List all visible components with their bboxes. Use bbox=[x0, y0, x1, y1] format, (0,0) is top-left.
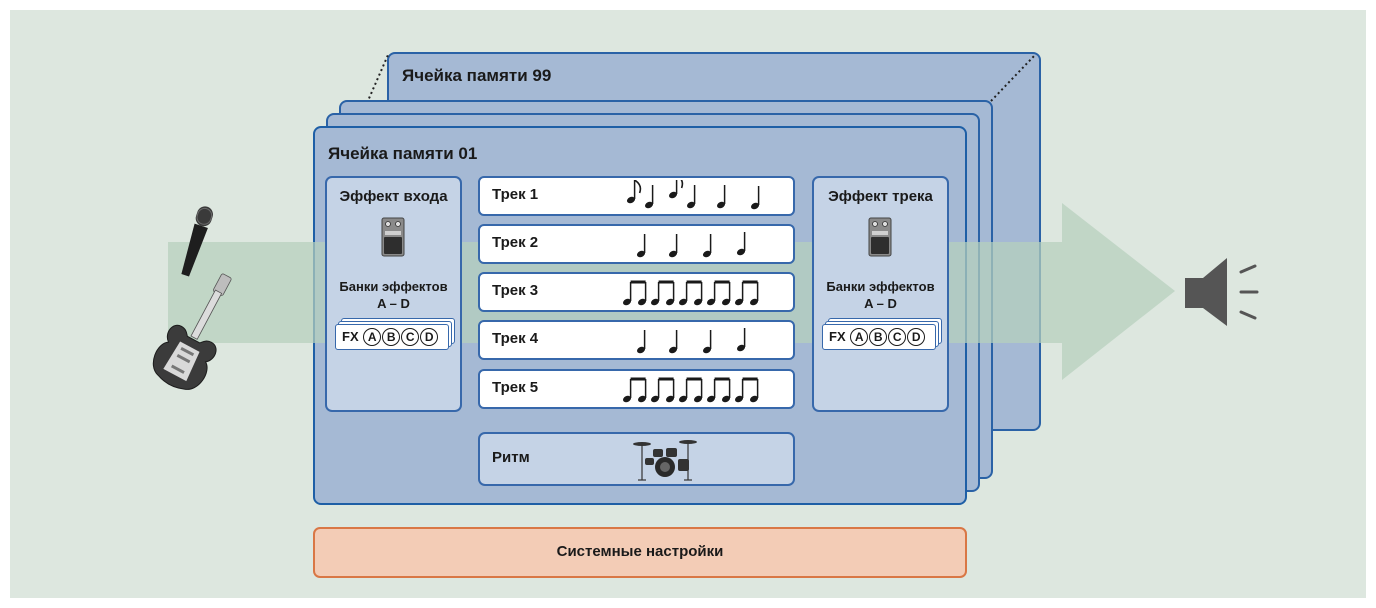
track-2[interactable]: Трек 2 bbox=[478, 224, 795, 264]
input-fx-slot-a[interactable]: A bbox=[363, 328, 382, 346]
track-fx-slot-a[interactable]: A bbox=[850, 328, 869, 346]
microphone-icon bbox=[181, 206, 213, 277]
input-fx-slot-d[interactable]: D bbox=[420, 328, 439, 346]
system-settings-box[interactable]: Системные настройки bbox=[313, 527, 967, 578]
track-2-label: Трек 2 bbox=[492, 234, 539, 251]
effect-pedal-icon bbox=[381, 217, 405, 257]
guitar-icon bbox=[152, 273, 232, 390]
music-note-icon bbox=[622, 377, 759, 403]
track-5-label: Трек 5 bbox=[492, 379, 539, 396]
music-note-icon bbox=[636, 328, 746, 354]
music-note-icon bbox=[622, 280, 759, 306]
track-5[interactable]: Трек 5 bbox=[478, 369, 795, 409]
track-3-label: Трек 3 bbox=[492, 282, 539, 299]
speaker-icon bbox=[1185, 258, 1259, 326]
memory-slot-01-title: Ячейка памяти 01 bbox=[328, 144, 478, 163]
memory-slot-99-title: Ячейка памяти 99 bbox=[402, 66, 552, 85]
track-4[interactable]: Трек 4 bbox=[478, 320, 795, 360]
track-fx-label: FX bbox=[829, 329, 846, 344]
track-fx-slot-b[interactable]: B bbox=[869, 328, 888, 346]
rhythm-label: Ритм bbox=[492, 449, 530, 466]
input-effect-banks: Банки эффектов A – D bbox=[339, 279, 448, 311]
track-effect-banks: Банки эффектов A – D bbox=[826, 279, 935, 311]
input-fx-slot-b[interactable]: B bbox=[382, 328, 401, 346]
input-fx-slot-c[interactable]: C bbox=[401, 328, 420, 346]
music-note-icon bbox=[636, 232, 746, 258]
track-3[interactable]: Трек 3 bbox=[478, 272, 795, 312]
input-effect-title: Эффект входа bbox=[339, 188, 448, 205]
track-1[interactable]: Трек 1 bbox=[478, 176, 795, 216]
track-effect-title: Эффект трека bbox=[828, 188, 933, 205]
track-fx-slot-d[interactable]: D bbox=[907, 328, 926, 346]
rhythm-track[interactable]: Ритм bbox=[478, 432, 795, 486]
music-note-icon bbox=[626, 180, 760, 210]
effect-pedal-icon bbox=[868, 217, 892, 257]
track-1-label: Трек 1 bbox=[492, 186, 539, 203]
input-fx-label: FX bbox=[342, 329, 359, 344]
system-settings-label: Системные настройки bbox=[556, 543, 724, 560]
track-4-label: Трек 4 bbox=[492, 330, 539, 347]
track-fx-slot-c[interactable]: C bbox=[888, 328, 907, 346]
drum-kit-icon bbox=[633, 440, 697, 481]
